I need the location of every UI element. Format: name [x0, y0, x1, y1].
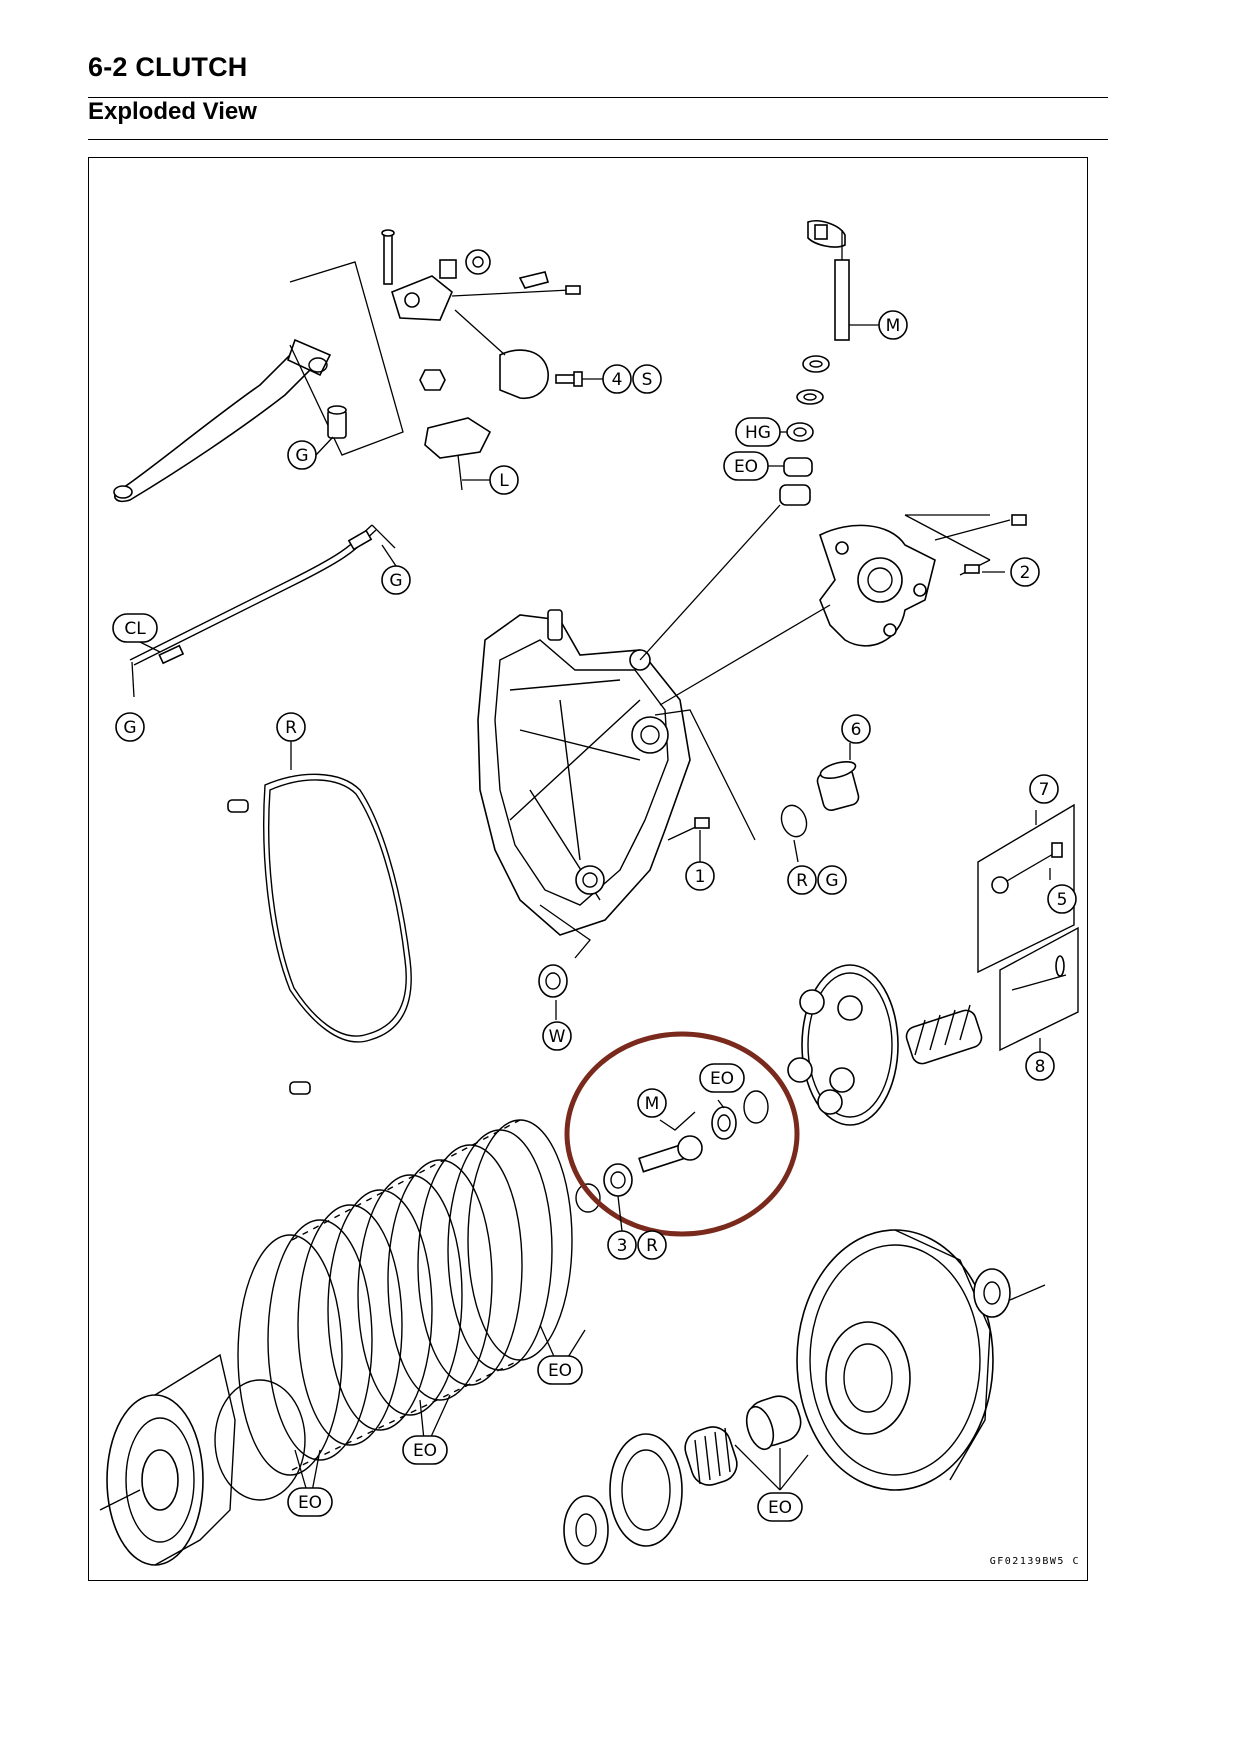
svg-text:HG: HG: [745, 423, 771, 443]
spring-and-washer: [796, 355, 830, 405]
callout-bolt-1: 1: [685, 861, 715, 891]
svg-text:3: 3: [617, 1236, 628, 1256]
thrust-washer: [973, 1268, 1011, 1318]
svg-text:5: 5: [1057, 890, 1068, 910]
svg-text:G: G: [389, 571, 402, 591]
pivot-collar: [327, 405, 347, 439]
callout-cable-g-bottom: G: [115, 712, 145, 742]
svg-text:2: 2: [1020, 563, 1031, 583]
svg-text:EO: EO: [298, 1493, 322, 1513]
oil-seal-and-bearings: [758, 422, 814, 506]
svg-text:8: 8: [1035, 1057, 1046, 1077]
svg-text:CL: CL: [124, 619, 146, 639]
callout-oring-rg: R G: [787, 865, 847, 895]
callout-housing-eo: EO: [757, 1492, 803, 1522]
svg-text:G: G: [295, 446, 308, 466]
svg-text:1: 1: [695, 867, 706, 887]
svg-text:S: S: [642, 370, 653, 390]
friction-plates: [237, 1119, 573, 1476]
spacer-washer: [563, 1495, 609, 1565]
svg-text:G: G: [123, 718, 136, 738]
callout-nut-3r: 3 R: [607, 1195, 667, 1260]
callout-plates-eo-left: EO: [287, 1487, 333, 1517]
callout-lever-g: G: [287, 436, 334, 470]
pressure-plate: [787, 964, 899, 1126]
housing-leader-lines: [734, 1444, 809, 1491]
svg-text:EO: EO: [413, 1441, 437, 1461]
clutch-cover: [477, 504, 831, 936]
figure-code: GF02139BW5 C: [990, 1556, 1080, 1567]
svg-text:6: 6: [851, 720, 862, 740]
clutch-housing: [796, 1229, 1046, 1491]
callout-bolt-2: 2: [1010, 557, 1040, 587]
cover-gasket: [263, 740, 412, 1043]
callout-pushrod-m: M: [878, 310, 908, 340]
callout-shaft-m: M: [637, 1088, 667, 1118]
highlight-circle: [564, 1031, 800, 1237]
callout-bolt-4s: 4 S: [582, 364, 662, 394]
callout-bearing-eo2: EO: [699, 1063, 745, 1093]
svg-text:4: 4: [612, 370, 623, 390]
svg-text:G: G: [825, 871, 838, 891]
holder-clamp: [454, 309, 549, 399]
bolt-box-7: [977, 803, 1075, 974]
section-title: 6-2 CLUTCH: [88, 52, 248, 82]
dowel-pins: [227, 799, 311, 1095]
clutch-switch: [424, 417, 492, 491]
callout-bolt-5: 5: [1047, 884, 1077, 914]
svg-text:R: R: [646, 1236, 658, 1256]
oil-seal: [538, 904, 591, 1020]
clutch-cable: [129, 524, 396, 698]
release-cover: [819, 514, 1027, 647]
plate-leader-lines: [294, 1324, 586, 1503]
small-screw: [451, 271, 581, 297]
callout-plug-6: 6: [841, 714, 871, 744]
callout-switch-l: L: [489, 465, 519, 495]
bolt-box-8: [999, 926, 1079, 1052]
callout-gasket-r: R: [276, 712, 306, 742]
pushrod-assembly: [575, 1090, 769, 1213]
callout-cable-cl: CL: [112, 613, 161, 653]
svg-text:EO: EO: [710, 1069, 734, 1089]
title-rule: [88, 97, 1108, 98]
clutch-lever: [113, 338, 332, 503]
lever-holder: [381, 229, 491, 391]
cover-bolts: [959, 559, 1005, 576]
svg-text:L: L: [499, 471, 509, 491]
clutch-hub: [99, 1353, 236, 1566]
svg-text:M: M: [645, 1094, 660, 1114]
subtitle-rule: [88, 139, 1108, 140]
release-shaft: [807, 220, 880, 341]
callout-seal-hg: HG: [735, 417, 781, 447]
lever-bracket-lines: [289, 261, 404, 456]
svg-text:EO: EO: [548, 1361, 572, 1381]
primary-gear: [609, 1433, 683, 1547]
clutch-spring: [905, 1004, 983, 1065]
callout-spring-8: 8: [1025, 1051, 1055, 1081]
callout-plates-eo-top: EO: [537, 1355, 583, 1385]
svg-text:EO: EO: [734, 457, 758, 477]
page-subtitle: Exploded View: [88, 98, 257, 125]
callout-cable-g-top: G: [381, 544, 411, 595]
svg-text:W: W: [549, 1027, 566, 1047]
svg-text:7: 7: [1039, 780, 1050, 800]
oil-filler-plug: [816, 743, 860, 812]
needle-bearing: [684, 1426, 738, 1486]
cover-bolt: [667, 817, 710, 862]
callout-plates-eo-mid: EO: [402, 1435, 448, 1465]
o-ring: [780, 804, 808, 863]
svg-text:EO: EO: [768, 1498, 792, 1518]
circlip: [214, 1379, 306, 1501]
housing-sleeve: [745, 1395, 802, 1451]
svg-text:R: R: [796, 871, 808, 891]
exploded-view-figure: [88, 157, 1088, 1581]
clamp-bolt: [555, 371, 583, 387]
svg-text:R: R: [285, 718, 297, 738]
svg-text:M: M: [886, 316, 901, 336]
callout-bearing-eo: EO: [723, 451, 769, 481]
callout-bolt-7: 7: [1029, 774, 1059, 804]
callout-seal-w: W: [542, 1021, 572, 1051]
